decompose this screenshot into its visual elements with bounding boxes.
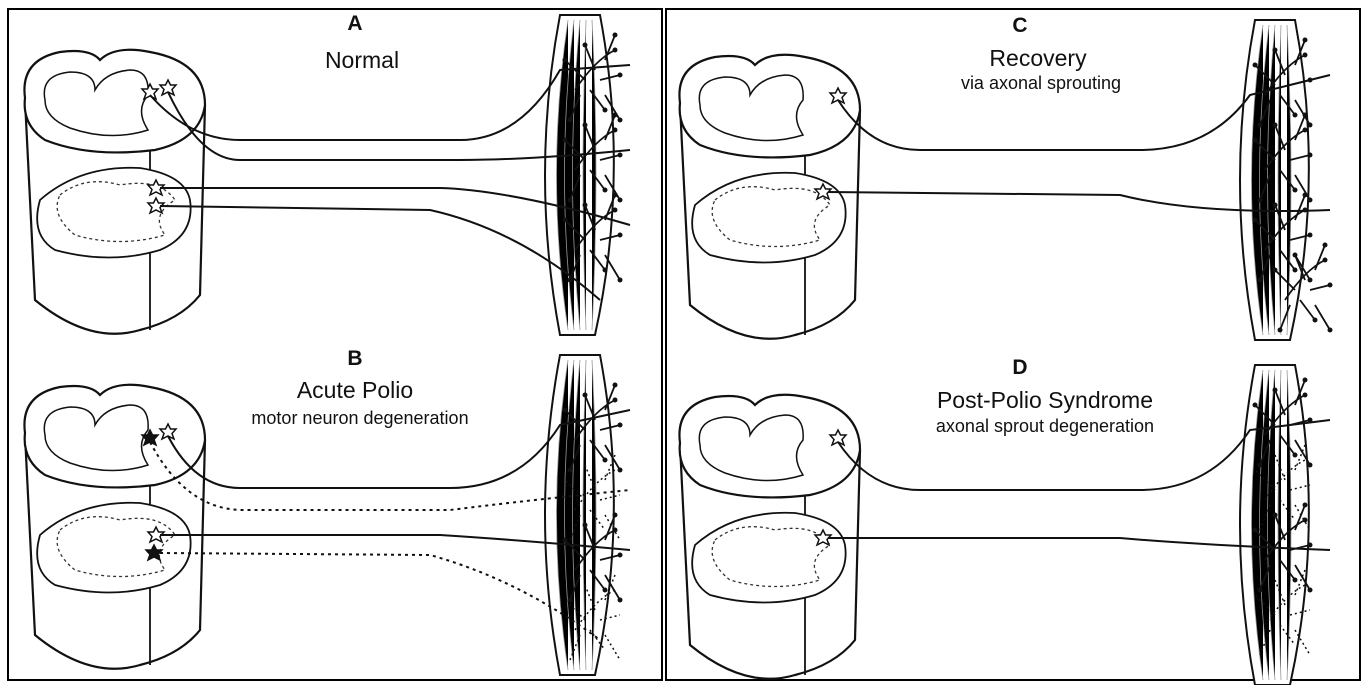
panel-title: Normal — [325, 47, 399, 73]
panel-letter: C — [1012, 14, 1027, 37]
panel-title: Recovery — [989, 45, 1087, 71]
panel-c: C Recovery via axonal sprouting — [679, 14, 1332, 340]
panel-title: Acute Polio — [297, 377, 413, 403]
panel-letter: A — [347, 12, 362, 35]
panel-subtitle: via axonal sprouting — [961, 73, 1121, 93]
panel-a: A Normal — [24, 12, 630, 335]
panel-d: D Post-Polio Syndrome axonal sprout dege… — [679, 356, 1330, 685]
panel-letter: B — [347, 347, 362, 370]
spinal-cord-b — [24, 385, 205, 669]
panel-letter: D — [1012, 356, 1027, 379]
spinal-cord-a — [24, 50, 205, 334]
panel-b: B Acute Polio motor neuron degeneration — [24, 347, 630, 675]
panel-subtitle: axonal sprout degeneration — [936, 416, 1154, 436]
panel-title: Post-Polio Syndrome — [937, 387, 1153, 413]
muscle-d — [1240, 365, 1309, 685]
panel-subtitle: motor neuron degeneration — [251, 408, 468, 428]
